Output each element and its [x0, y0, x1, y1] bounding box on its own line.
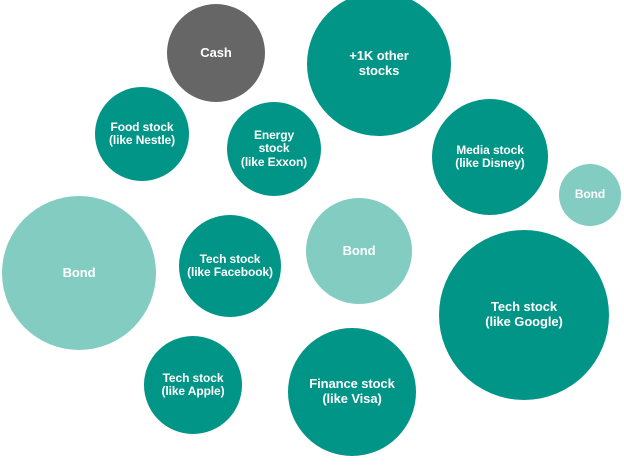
bubble-label: Bond	[574, 187, 606, 202]
bubble-label: Tech stock (like Apple)	[161, 370, 225, 398]
bubble-cash[interactable]: Cash	[167, 4, 265, 102]
bubble-energy-stock[interactable]: Energy stock (like Exxon)	[227, 102, 321, 196]
bubble-label: Media stock (like Disney)	[455, 142, 525, 170]
bubble-tech-stock-facebook[interactable]: Tech stock (like Facebook)	[179, 215, 281, 317]
bubble-label: Bond	[342, 242, 376, 258]
bubble-label: Tech stock (like Google)	[485, 299, 563, 329]
bubble-bond-large-left[interactable]: Bond	[2, 196, 156, 350]
bubble-bond-small-right[interactable]: Bond	[559, 164, 621, 226]
bubble-label: Bond	[62, 264, 96, 280]
bubble-label: Finance stock (like Visa)	[309, 376, 395, 406]
bubble-food-stock[interactable]: Food stock (like Nestle)	[95, 87, 189, 181]
bubble-label: Energy stock (like Exxon)	[240, 127, 308, 169]
bubble-tech-stock-google[interactable]: Tech stock (like Google)	[439, 230, 609, 400]
bubble-finance-stock-visa[interactable]: Finance stock (like Visa)	[288, 328, 416, 456]
bubble-label: Tech stock (like Facebook)	[187, 251, 273, 279]
bubble-label: Food stock (like Nestle)	[108, 119, 176, 147]
bubble-tech-stock-apple[interactable]: Tech stock (like Apple)	[144, 336, 242, 434]
bubble-label: Cash	[200, 44, 232, 60]
bubble-label: +1K other stocks	[349, 48, 409, 78]
bubble-media-stock[interactable]: Media stock (like Disney)	[432, 99, 548, 215]
bubble-bond-medium-center[interactable]: Bond	[306, 198, 412, 304]
bubble-other-stocks[interactable]: +1K other stocks	[307, 0, 451, 136]
